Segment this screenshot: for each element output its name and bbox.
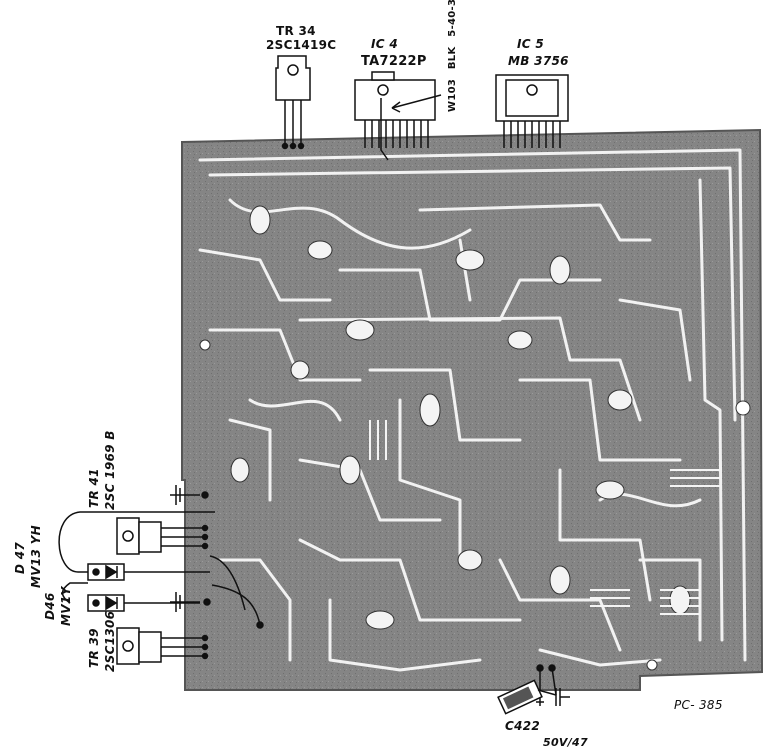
ground-symbol-upper bbox=[170, 485, 209, 505]
d46-ref-label: D46 bbox=[43, 592, 57, 620]
pcb-board bbox=[181, 128, 764, 691]
tr41-part-label: 2SC 1969 B bbox=[103, 430, 117, 510]
ic5-ref-label: IC 5 bbox=[517, 37, 544, 51]
ic4-package bbox=[354, 71, 442, 161]
tr41-transistor bbox=[116, 517, 209, 555]
tr39-transistor bbox=[116, 627, 209, 665]
board-id-label: PC- 385 bbox=[674, 698, 723, 712]
pcb-traces bbox=[198, 148, 747, 672]
tr39-part-label: 2SC1306 bbox=[103, 610, 117, 672]
d47-diode bbox=[58, 511, 246, 611]
ic4-ref-label: IC 4 bbox=[371, 37, 398, 51]
pcb-hatch-blocks bbox=[369, 420, 720, 615]
c422-ref-label: C422 bbox=[505, 719, 541, 733]
ic4-part-label: TA7222P bbox=[361, 54, 427, 69]
tr39-ref-label: TR 39 bbox=[87, 628, 101, 668]
tr41-ref-label: TR 41 bbox=[87, 468, 101, 508]
ic5-part-label: MB 3756 bbox=[508, 54, 569, 68]
d46-diode bbox=[61, 582, 264, 629]
w103-wire-label: W103 BLK 5-40-3 bbox=[447, 0, 458, 112]
c422-capacitor bbox=[497, 664, 570, 715]
tr34-transistor bbox=[275, 55, 311, 150]
ic5-package bbox=[495, 74, 569, 148]
tr34-ref-label: TR 34 bbox=[276, 24, 316, 38]
d46-part-label: MV1Y bbox=[59, 586, 73, 626]
tr34-part-label: 2SC1419C bbox=[266, 38, 337, 52]
d47-part-label: MV13 YH bbox=[29, 525, 43, 588]
d47-ref-label: D 47 bbox=[13, 541, 27, 574]
c422-rating-label: 50V/47 bbox=[543, 736, 588, 749]
ground-symbol-lower bbox=[170, 592, 211, 612]
